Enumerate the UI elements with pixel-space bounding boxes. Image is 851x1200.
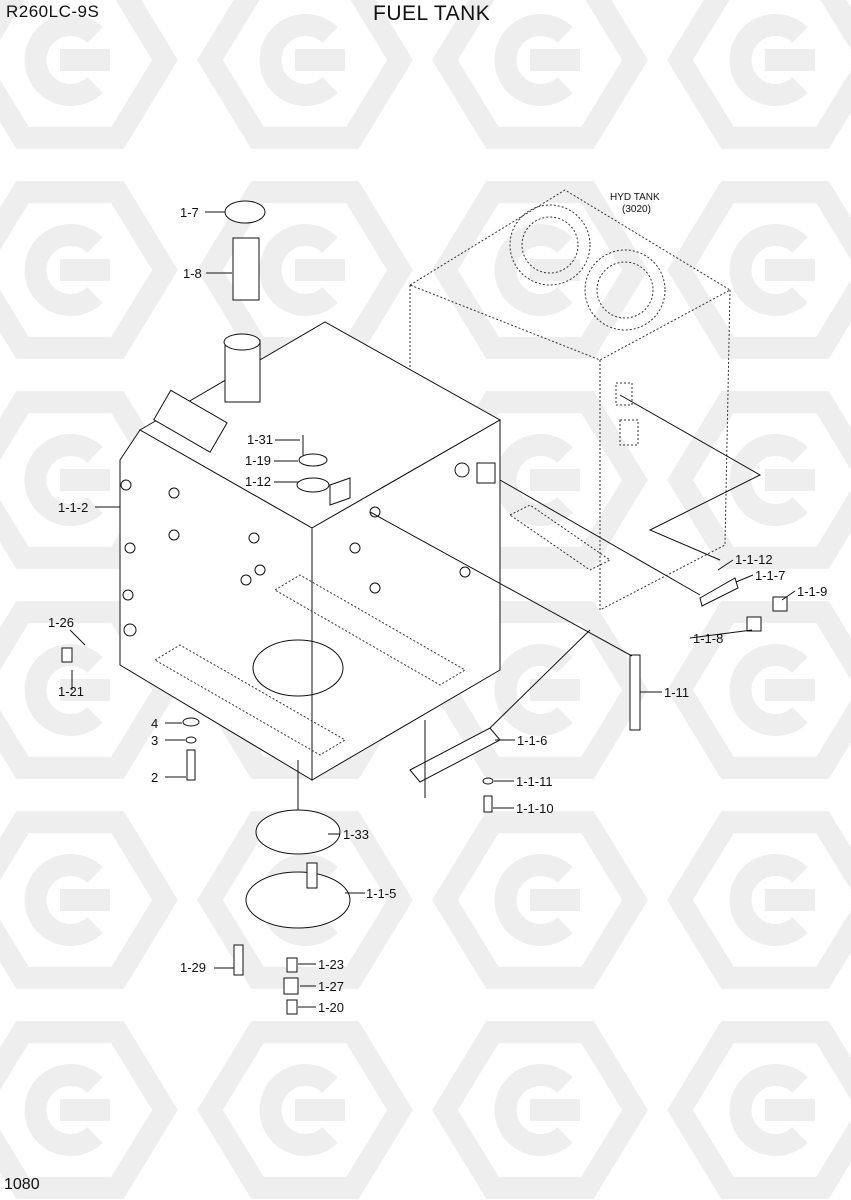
watermark-hexagon [667, 181, 851, 359]
watermark-c-mark [24, 224, 110, 316]
watermark-c-mark [729, 434, 815, 526]
watermark-hexagon [667, 1021, 851, 1199]
hyd-tank-code: (3020) [622, 204, 651, 215]
watermark-hexagon [0, 391, 178, 569]
watermark-c-mark [494, 854, 580, 946]
callout-1-1-5: 1-1-5 [366, 886, 396, 901]
watermark-hexagon [432, 811, 648, 989]
callout-1-29: 1-29 [180, 960, 206, 975]
watermark-hexagon [432, 1021, 648, 1199]
watermark-hexagon [0, 811, 178, 989]
callout-2: 2 [151, 770, 158, 785]
watermark-c-mark [494, 644, 580, 736]
page-number: 1080 [4, 1176, 40, 1193]
watermark-hexagon [432, 181, 648, 359]
callout-1-1-10: 1-1-10 [516, 801, 554, 816]
callout-1-1-7: 1-1-7 [755, 568, 785, 583]
watermark-hexagon [667, 391, 851, 569]
watermark-c-mark [24, 1064, 110, 1156]
callout-1-1-11: 1-1-11 [516, 774, 553, 789]
callout-1-1-8: 1-1-8 [693, 631, 723, 646]
callout-1-11: 1-11 [664, 685, 689, 700]
callout-1-20: 1-20 [318, 1000, 344, 1015]
watermark-c-mark [494, 1064, 580, 1156]
callout-1-31: 1-31 [247, 432, 273, 447]
watermark-c-mark [494, 14, 580, 106]
callout-1-27: 1-27 [318, 979, 344, 994]
hyd-tank-label: HYD TANK [610, 192, 660, 203]
watermark-hexagon [667, 0, 851, 149]
watermark-hexagon [667, 601, 851, 779]
watermark-c-mark [259, 224, 345, 316]
watermark-hexagon [0, 601, 178, 779]
watermark-c-mark [729, 1064, 815, 1156]
watermark-c-mark [729, 14, 815, 106]
watermark-c-mark [729, 224, 815, 316]
watermark-c-mark [24, 854, 110, 946]
watermark-c-mark [729, 854, 815, 946]
callout-1-33: 1-33 [343, 827, 369, 842]
watermark-hexagon [0, 1021, 178, 1199]
watermark-hexagon [432, 0, 648, 149]
callout-1-1-9: 1-1-9 [797, 584, 827, 599]
callout-1-1-6: 1-1-6 [517, 733, 547, 748]
watermark-c-mark [259, 1064, 345, 1156]
watermark-hexagon [0, 181, 178, 359]
watermark-hexagon [197, 1021, 413, 1199]
callout-3: 3 [151, 733, 158, 748]
callout-1-1-12: 1-1-12 [735, 552, 773, 567]
callout-1-26: 1-26 [48, 615, 74, 630]
callout-1-1-2: 1-1-2 [58, 500, 88, 515]
watermark-hexagon [0, 0, 178, 149]
watermark-c-mark [24, 644, 110, 736]
fuel-tank-body [119, 321, 611, 781]
callout-1-12: 1-12 [245, 474, 271, 489]
watermark-c-mark [24, 14, 110, 106]
callout-1-21: 1-21 [58, 684, 84, 699]
watermark-hexagon [197, 0, 413, 149]
callout-1-23: 1-23 [318, 957, 344, 972]
watermark-c-mark [729, 644, 815, 736]
components [61, 200, 796, 1015]
page-title: FUEL TANK [373, 2, 491, 25]
callout-1-19: 1-19 [245, 453, 271, 468]
watermark-hexagon [197, 811, 413, 989]
model-number: R260LC-9S [6, 2, 100, 21]
watermark-c-mark [494, 224, 580, 316]
watermark-c-mark [494, 434, 580, 526]
watermark-c-mark [259, 14, 345, 106]
callout-4: 4 [151, 716, 158, 731]
callout-labels: HYD TANK (3020) 1-7 1-8 1-31 1-19 1-12 1… [48, 192, 827, 1015]
callout-1-8: 1-8 [183, 266, 202, 281]
watermark-c-mark [24, 434, 110, 526]
watermark-hexagon [667, 811, 851, 989]
callout-1-7: 1-7 [180, 205, 199, 220]
